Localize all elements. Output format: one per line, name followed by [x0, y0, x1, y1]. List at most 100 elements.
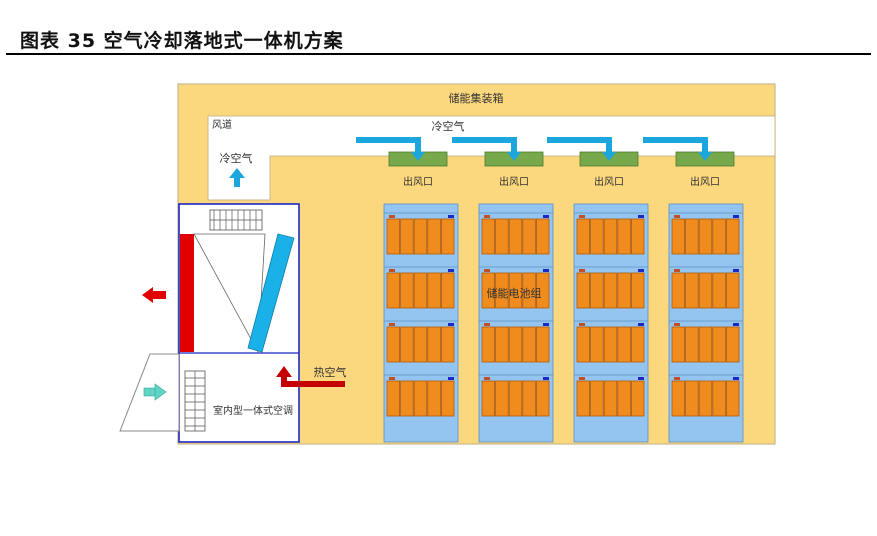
battery-cell	[603, 218, 618, 255]
battery-cell	[522, 218, 536, 255]
battery-cell	[712, 272, 726, 309]
battery-cell	[617, 326, 631, 363]
condenser	[180, 234, 194, 352]
cold-air-left-label: 冷空气	[220, 151, 253, 165]
battery-cell	[617, 272, 631, 309]
battery-cell	[427, 218, 441, 255]
rack-marker	[733, 215, 739, 218]
battery-cell	[427, 380, 441, 417]
exhaust-arrow-icon	[142, 287, 166, 303]
battery-cell	[508, 272, 523, 309]
battery-cell	[712, 380, 726, 417]
battery-cell	[576, 326, 591, 363]
outlet-label: 出风口	[690, 175, 720, 188]
battery-cell	[413, 380, 428, 417]
evaporator	[247, 233, 295, 353]
battery-cell	[481, 326, 496, 363]
battery-cell	[400, 326, 414, 363]
battery-cell	[590, 380, 604, 417]
battery-cell	[590, 272, 604, 309]
battery-cell	[671, 272, 686, 309]
rack-marker	[543, 269, 549, 272]
battery-cell	[536, 218, 550, 255]
fan-icon	[184, 370, 206, 432]
battery-cell	[522, 380, 536, 417]
battery-racks	[383, 203, 744, 443]
battery-cell	[440, 380, 455, 417]
battery-cell	[698, 380, 713, 417]
rack-marker	[448, 269, 454, 272]
battery-cell	[413, 326, 428, 363]
battery-cell	[440, 326, 455, 363]
ac-unit: 室内型一体式空调	[178, 203, 300, 443]
battery-cell	[386, 380, 401, 417]
battery-cell	[386, 326, 401, 363]
battery-cell	[536, 272, 550, 309]
battery-cell	[726, 272, 740, 309]
battery-cell	[671, 326, 686, 363]
battery-cell	[698, 218, 713, 255]
outlet-label: 出风口	[499, 175, 529, 188]
battery-cell	[440, 218, 455, 255]
battery-cell	[698, 326, 713, 363]
cold-air-top-label: 冷空气	[432, 119, 465, 133]
battery-cell	[631, 380, 645, 417]
battery-cell	[685, 326, 699, 363]
vent-4: 出风口	[643, 137, 735, 188]
rack-marker	[448, 215, 454, 218]
battery-cell	[427, 326, 441, 363]
intake-arrow-icon	[143, 383, 167, 401]
battery-cell	[522, 272, 536, 309]
rack-marker	[543, 323, 549, 326]
battery-cell	[440, 272, 455, 309]
battery-cell	[685, 218, 699, 255]
battery-label: 储能电池组	[487, 286, 542, 300]
battery-cell	[386, 272, 401, 309]
rack-marker	[733, 323, 739, 326]
rack-marker	[579, 215, 585, 218]
battery-cell	[617, 380, 631, 417]
battery-cell	[590, 218, 604, 255]
rack-marker	[543, 215, 549, 218]
battery-cell	[726, 380, 740, 417]
battery-cell	[495, 218, 509, 255]
battery-cell	[508, 326, 523, 363]
battery-cell	[590, 326, 604, 363]
duct-label: 风道	[212, 118, 232, 131]
battery-cell	[631, 326, 645, 363]
battery-cell	[413, 218, 428, 255]
battery-cell	[536, 380, 550, 417]
rack-marker	[448, 323, 454, 326]
rack-marker	[638, 269, 644, 272]
battery-cell	[576, 218, 591, 255]
battery-cell	[576, 380, 591, 417]
figure-title: 图表 35 空气冷却落地式一体机方案	[20, 30, 344, 52]
battery-cell	[495, 272, 509, 309]
battery-cell	[413, 272, 428, 309]
rack-marker	[674, 323, 680, 326]
battery-cell	[522, 326, 536, 363]
rack-marker	[484, 323, 490, 326]
battery-cell	[712, 326, 726, 363]
rack-marker	[484, 215, 490, 218]
battery-cell	[726, 326, 740, 363]
rack-marker	[484, 377, 490, 380]
battery-cell	[508, 218, 523, 255]
rack-marker	[579, 269, 585, 272]
battery-cell	[671, 218, 686, 255]
battery-cell	[427, 272, 441, 309]
battery-cell	[685, 272, 699, 309]
rack-marker	[674, 269, 680, 272]
hot-air-label: 热空气	[314, 365, 347, 379]
vent-3: 出风口	[547, 137, 639, 188]
battery-cell	[726, 218, 740, 255]
vent-group: 出风口 出风口 出风口 出风口	[356, 137, 735, 188]
rack-marker	[638, 377, 644, 380]
battery-cell	[481, 380, 496, 417]
rack-marker	[543, 377, 549, 380]
rack-marker	[448, 377, 454, 380]
battery-cell	[576, 272, 591, 309]
battery-cell	[400, 380, 414, 417]
rack-marker	[579, 323, 585, 326]
